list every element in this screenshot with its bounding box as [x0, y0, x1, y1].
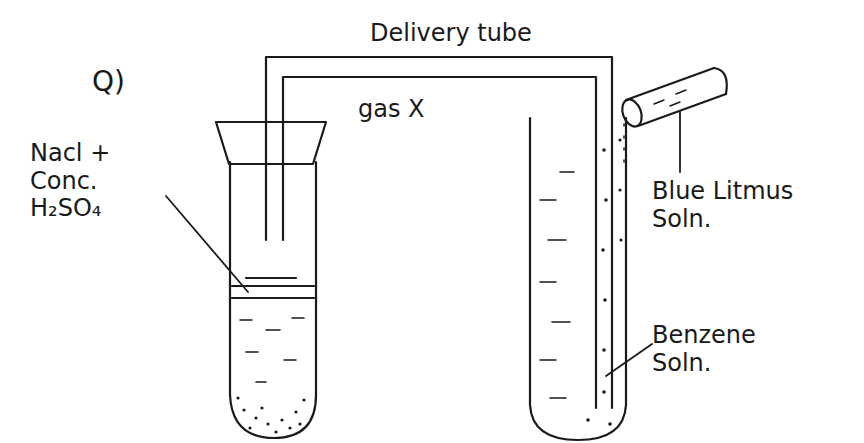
delivery-tube — [283, 77, 596, 408]
question-number: Q) — [92, 66, 125, 98]
test-tube — [530, 118, 626, 440]
part-label: Delivery tube — [370, 20, 532, 48]
reagent-label: Blue Litmus Soln. — [652, 178, 842, 233]
test-tube — [230, 162, 316, 438]
stopper — [216, 122, 326, 164]
leader-line — [166, 196, 248, 292]
reagent-label: Nacl + Conc. H₂SO₄ — [30, 140, 158, 223]
salt-particles — [236, 396, 305, 433]
part-label: gas X — [358, 96, 425, 124]
gas-bubbles — [586, 138, 622, 425]
delivery-tube — [266, 57, 612, 408]
liquid-dashes — [540, 172, 574, 398]
liquid-dashes — [240, 318, 304, 382]
leader-line — [679, 112, 681, 172]
leader-line — [606, 344, 652, 376]
reagent-label: Benzene Soln. — [652, 322, 802, 377]
litmus-tube — [619, 68, 727, 170]
